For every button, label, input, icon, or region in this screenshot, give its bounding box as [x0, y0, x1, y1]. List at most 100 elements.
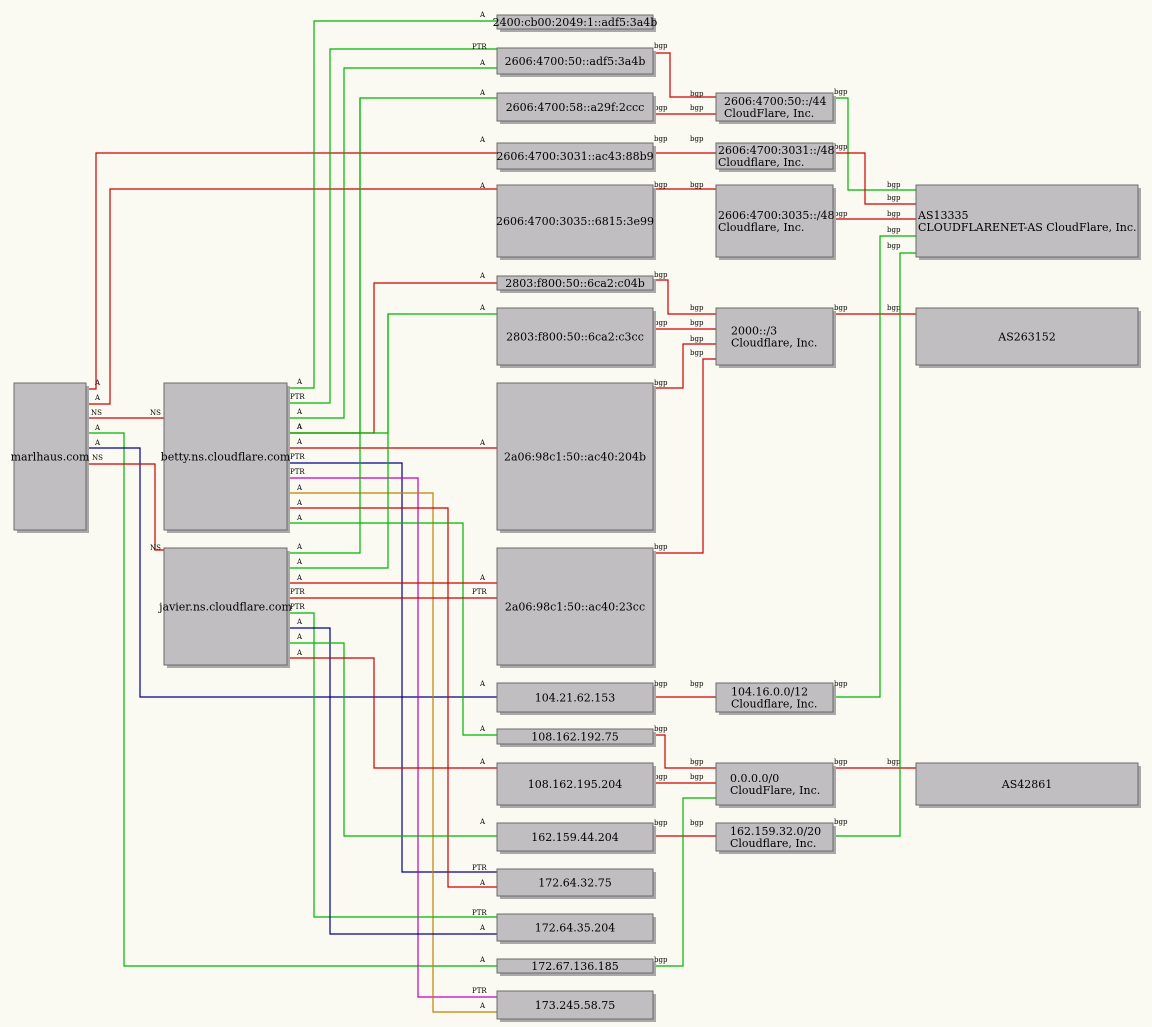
edge-label: A [296, 543, 303, 551]
edge-label: A [479, 89, 486, 97]
edge-label: bgp [654, 725, 668, 733]
node-label: 2803:f800:50::6ca2:c04b [505, 277, 645, 290]
node-as42861[interactable]: AS42861 [915, 762, 1141, 808]
node-ip-2803-c3cc[interactable]: 2803:f800:50::6ca2:c3cc [496, 307, 656, 368]
node-ip-2a06-23cc[interactable]: 2a06:98c1:50::ac40:23cc [496, 547, 656, 668]
node-ip-172-64-32[interactable]: 172.64.32.75 [496, 868, 656, 899]
edge-label: A [296, 378, 303, 386]
node-label: AS263152 [997, 331, 1055, 344]
node-label: 2000::/3 [731, 325, 777, 338]
node-marlhaus[interactable]: marlhaus.com [11, 382, 90, 533]
edge-label: NS [91, 409, 102, 417]
node-label: 2606:4700:3035::6815:3e99 [496, 215, 654, 228]
edge-label: A [479, 59, 486, 67]
node-ip-108-204[interactable]: 108.162.195.204 [496, 762, 656, 808]
edge-label: bgp [887, 758, 901, 766]
node-label: 0.0.0.0/0 [730, 772, 779, 785]
node-ip-3035[interactable]: 2606:4700:3035::6815:3e99 [496, 184, 656, 260]
node-label: AS42861 [1001, 778, 1052, 791]
edge-label: bgp [690, 335, 704, 343]
edge-label: bgp [834, 304, 848, 312]
edge-label: PTR [472, 909, 487, 917]
node-label: marlhaus.com [11, 451, 90, 464]
edge-a-10 [287, 282, 497, 434]
node-ip-2400[interactable]: 2400:cb00:2049:1::adf5:3a4b [493, 14, 658, 32]
edge-bgp-35 [653, 734, 716, 769]
edge-label: bgp [654, 271, 668, 279]
edge-label: A [296, 423, 303, 431]
node-label: 2606:4700:3031::ac43:88b9 [496, 150, 653, 163]
edge-label: bgp [887, 304, 901, 312]
edge-bgp-30 [653, 279, 716, 315]
node-ip-172-64-35[interactable]: 172.64.35.204 [496, 913, 656, 944]
edge-label: A [296, 408, 303, 416]
edge-label: PTR [290, 453, 305, 461]
edge-label: NS [150, 409, 161, 417]
node-ip-104[interactable]: 104.21.62.153 [496, 682, 656, 715]
node-label: CLOUDFLARENET-AS CloudFlare, Inc. [918, 221, 1137, 234]
edge-label: bgp [654, 956, 668, 964]
edge-label: A [479, 182, 486, 190]
edge-label: bgp [690, 773, 704, 781]
node-label: 2606:4700:50::adf5:3a4b [505, 55, 646, 68]
node-ip-2803-c04b[interactable]: 2803:f800:50::6ca2:c04b [496, 275, 656, 293]
edge-label: bgp [654, 181, 668, 189]
edge-label: bgp [834, 88, 848, 96]
node-ip-162[interactable]: 162.159.44.204 [496, 822, 656, 854]
edge-a-3 [87, 432, 497, 967]
edge-label: bgp [690, 819, 704, 827]
edge-label: A [94, 394, 101, 402]
edge-label: bgp [834, 818, 848, 826]
edge-ptr-22 [287, 612, 497, 918]
edge-label: bgp [690, 349, 704, 357]
edge-label: bgp [654, 104, 668, 112]
edge-label: bgp [654, 379, 668, 387]
node-label: Cloudflare, Inc. [731, 698, 817, 711]
node-ip-108-75[interactable]: 108.162.192.75 [496, 728, 656, 747]
edge-label: A [296, 574, 303, 582]
node-ip-2606-58[interactable]: 2606:4700:58::a29f:2ccc [496, 92, 656, 124]
edge-a-6 [287, 20, 497, 389]
edge-label: bgp [834, 143, 848, 151]
edge-label: bgp [834, 758, 848, 766]
edge-label: A [479, 956, 486, 964]
edge-label: A [479, 818, 486, 826]
node-ip-3031[interactable]: 2606:4700:3031::ac43:88b9 [496, 142, 656, 172]
edge-label: bgp [887, 194, 901, 202]
node-betty[interactable]: betty.ns.cloudflare.com [161, 382, 291, 533]
edge-a-11 [287, 313, 497, 434]
node-as263152[interactable]: AS263152 [915, 307, 1141, 368]
edge-label: bgp [690, 181, 704, 189]
node-label: AS13335 [917, 209, 968, 222]
edge-label: PTR [472, 864, 487, 872]
node-label: 108.162.192.75 [531, 731, 618, 744]
node-label: 172.64.35.204 [535, 922, 615, 935]
edge-label: A [296, 499, 303, 507]
edge-a-4 [87, 447, 497, 698]
node-javier[interactable]: javier.ns.cloudflare.com [157, 547, 292, 668]
node-label: 2606:4700:3035::/48 [718, 209, 835, 222]
node-ip-173[interactable]: 173.245.58.75 [496, 990, 656, 1022]
edge-label: PTR [472, 987, 487, 995]
edge-label: bgp [690, 104, 704, 112]
edge-bgp-40 [833, 152, 916, 205]
edge-label: A [296, 484, 303, 492]
edge-a-25 [287, 657, 497, 769]
node-label: Cloudflare, Inc. [730, 837, 816, 850]
edge-a-9 [287, 97, 497, 434]
node-ip-2a06-204b[interactable]: 2a06:98c1:50::ac40:204b [496, 382, 656, 533]
edge-label: A [296, 514, 303, 522]
edge-label: bgp [654, 135, 668, 143]
node-ip-2606-50[interactable]: 2606:4700:50::adf5:3a4b [496, 47, 656, 77]
edge-label: bgp [654, 773, 668, 781]
node-ip-172-67[interactable]: 172.67.136.185 [496, 958, 656, 976]
edge-label: A [296, 438, 303, 446]
